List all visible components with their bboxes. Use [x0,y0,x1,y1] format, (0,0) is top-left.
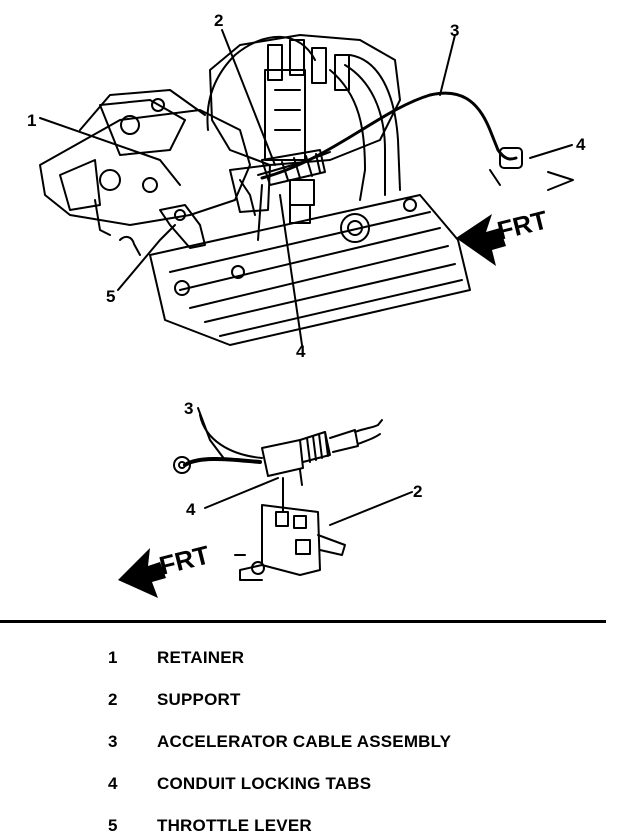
legend-item: 2 SUPPORT [0,690,624,712]
legend-label: ACCELERATOR CABLE ASSEMBLY [157,732,452,751]
legend-number: 4 [108,774,118,793]
legend-item: 5 THROTTLE LEVER [0,816,624,838]
legend-number: 5 [108,816,118,835]
leader-lines-top [39,29,573,346]
callout-detail-4: 4 [186,500,196,519]
front-arrow-detail: FRT [118,539,213,598]
front-arrow-top: FRT [456,204,551,266]
detail-cable [173,414,383,477]
callout-2: 2 [214,11,223,30]
legend-item: 3 ACCELERATOR CABLE ASSEMBLY [0,732,624,754]
legend-divider [0,620,606,623]
accelerator-cable [257,91,574,191]
front-label-top: FRT [494,204,550,245]
front-label-detail: FRT [156,539,212,580]
throttle-lever-top [119,204,206,256]
callout-3: 3 [450,21,459,40]
legend-number: 2 [108,690,118,709]
detail-support-bracket [234,469,346,581]
callout-5: 5 [106,287,115,306]
callout-1: 1 [27,111,36,130]
legend-label: RETAINER [157,648,245,667]
spark-plug-wires [206,35,401,201]
valve-cover [149,194,471,346]
leader-lines-detail [197,407,413,526]
cable-support-top [239,149,326,241]
legend-label: SUPPORT [157,690,241,709]
legend-number: 3 [108,732,118,751]
legend-label: THROTTLE LEVER [157,816,312,835]
callout-detail-2: 2 [413,482,422,501]
engine-diagram: FRT FRT 1 2 3 4 4 5 3 4 2 [27,11,586,598]
legend-item: 4 CONDUIT LOCKING TABS [0,774,624,796]
callout-detail-3: 3 [184,399,193,418]
distributor [209,34,401,224]
legend-number: 1 [108,648,118,667]
callout-4-right: 4 [576,135,586,154]
throttle-body [39,89,271,236]
legend-label: CONDUIT LOCKING TABS [157,774,372,793]
callout-4-bottom: 4 [296,342,306,361]
legend-item: 1 RETAINER [0,648,624,670]
